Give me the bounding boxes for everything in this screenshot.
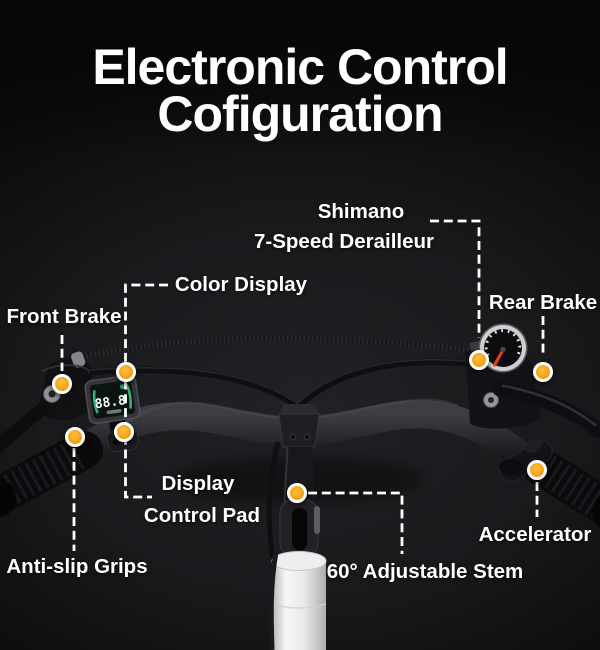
label-control-pad: Control Pad (143, 504, 261, 527)
display-reading: 88.8 (94, 393, 127, 412)
head-tube (272, 561, 326, 650)
stem-connector (308, 491, 404, 554)
stem-cable (268, 551, 279, 650)
display-connector (124, 283, 168, 499)
brake-cable-top (77, 335, 485, 361)
label-accelerator: Accelerator (478, 523, 592, 546)
title-line-2: Cofiguration (157, 86, 443, 142)
page-title: Electronic Control Cofiguration (0, 39, 600, 142)
derailleur-dot (469, 350, 489, 370)
thumb-throttle (499, 439, 553, 483)
rear-brake-dot (533, 362, 553, 382)
control-pad-dot (114, 422, 134, 442)
derailleur-connector (430, 219, 481, 338)
rear-brake-lever (492, 381, 600, 438)
accelerator-dot (527, 460, 547, 480)
label-adjustable-stem: 60° Adjustable Stem (326, 560, 524, 583)
label-derailleur: 7-Speed Derailleur (253, 230, 435, 253)
label-display: Display (161, 472, 235, 495)
label-color-display: Color Display (174, 273, 308, 296)
grips-dot (65, 427, 85, 447)
display-screen (89, 380, 136, 419)
title-line-1: Electronic Control (92, 39, 508, 95)
label-front-brake: Front Brake (6, 305, 122, 328)
gear-indicator-dial (478, 323, 528, 373)
front-brake-dot (52, 374, 72, 394)
stem (268, 404, 327, 650)
stem-dot (287, 483, 307, 503)
label-rear-brake: Rear Brake (488, 291, 598, 314)
label-shimano: Shimano (317, 200, 405, 223)
color-display-dot (115, 362, 136, 382)
label-anti-slip-grips: Anti-slip Grips (6, 555, 148, 578)
